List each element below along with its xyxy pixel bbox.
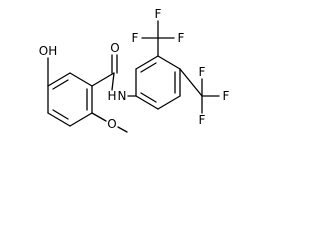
cf3-top-f1-label: F xyxy=(132,31,139,45)
right-ring xyxy=(135,55,181,110)
molecule-structure: OH O N H O F F F F F F xyxy=(39,7,230,133)
o-methyl-bond xyxy=(117,126,128,133)
carbonyl-n-bond xyxy=(111,72,115,91)
carbonyl-oxygen-label: O xyxy=(110,41,119,55)
ether-oxygen-label: O xyxy=(107,117,116,131)
ring-carbonyl-bond xyxy=(91,72,115,87)
left-ring xyxy=(47,72,93,127)
amide-h-label: H xyxy=(107,89,116,103)
cf3-top-f2-label: F xyxy=(155,7,162,21)
ring-cf3-right-bond xyxy=(179,68,203,97)
amide-n-label: N xyxy=(118,89,127,103)
cf3-right-f3-label: F xyxy=(199,113,206,127)
hydroxyl-label: OH xyxy=(39,44,57,58)
cf3-right-f1-label: F xyxy=(199,65,206,79)
cf3-right-f2-label: F xyxy=(223,89,230,103)
c-o-ether-bond xyxy=(91,112,107,122)
cf3-top-f3-label: F xyxy=(178,31,185,45)
